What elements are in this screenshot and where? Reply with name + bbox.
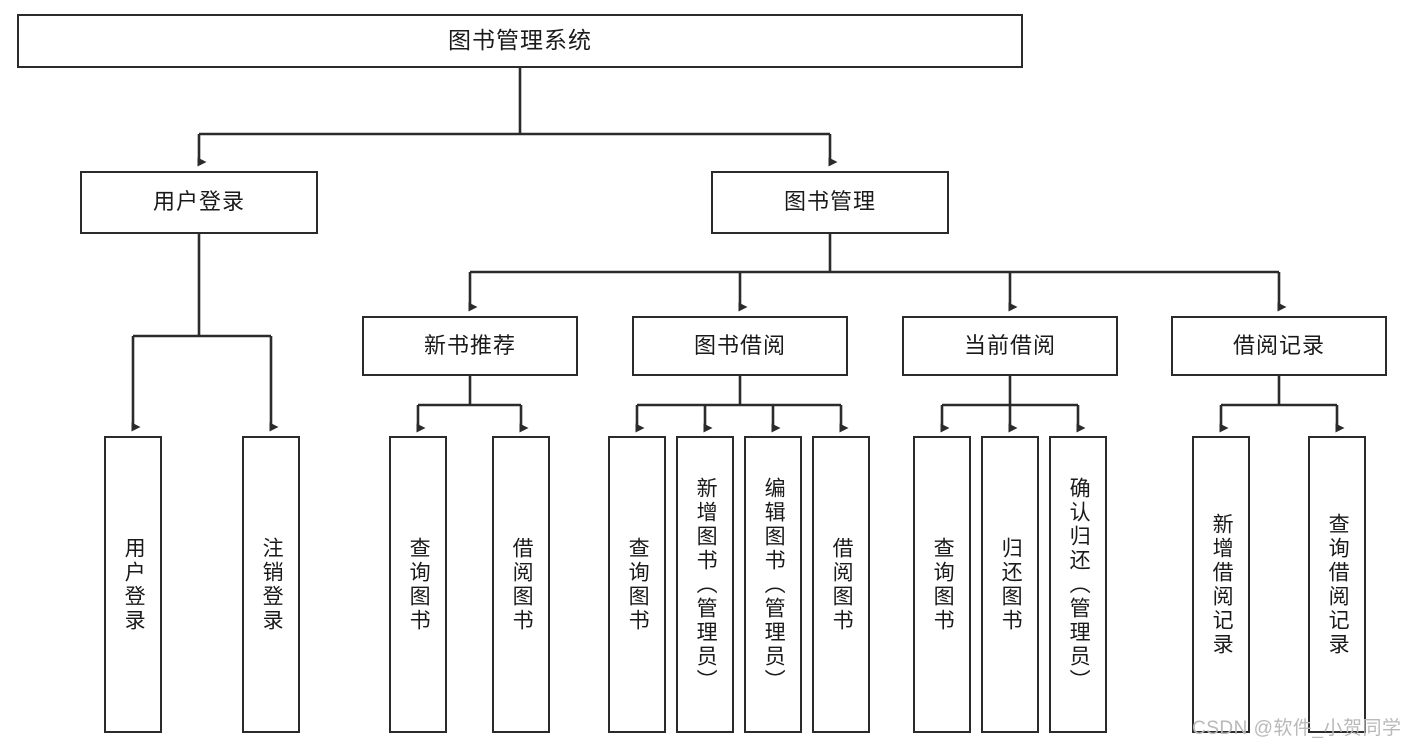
node-leaf-user-logout-label: 注销登录 xyxy=(260,536,284,633)
node-leaf-query-book-3-label: 查询图书 xyxy=(931,536,955,633)
node-leaf-add-book-label: 新增图书（管理员） xyxy=(694,476,718,693)
node-new-book-recommend-label: 新书推荐 xyxy=(423,332,516,358)
node-leaf-return-book[interactable]: 归还图书 xyxy=(981,436,1039,733)
node-leaf-user-login-label: 用户登录 xyxy=(122,536,146,633)
node-leaf-add-book[interactable]: 新增图书（管理员） xyxy=(676,436,734,733)
node-leaf-add-record[interactable]: 新增借阅记录 xyxy=(1192,436,1250,733)
node-leaf-borrow-book-1-label: 借阅图书 xyxy=(510,536,534,633)
csdn-watermark: CSDN @软件_小贺同学 xyxy=(1192,718,1402,739)
node-root-label: 图书管理系统 xyxy=(448,27,592,54)
node-new-book-recommend[interactable]: 新书推荐 xyxy=(362,316,578,376)
node-leaf-borrow-book-2-label: 借阅图书 xyxy=(830,536,854,633)
node-leaf-edit-book-label: 编辑图书（管理员） xyxy=(762,476,786,693)
node-current-borrow[interactable]: 当前借阅 xyxy=(902,316,1118,376)
node-book-borrow-label: 图书借阅 xyxy=(693,332,786,358)
node-leaf-confirm-return[interactable]: 确认归还（管理员） xyxy=(1049,436,1107,733)
node-leaf-query-book-3[interactable]: 查询图书 xyxy=(913,436,971,733)
node-book-management-label: 图书管理 xyxy=(783,189,876,215)
node-current-borrow-label: 当前借阅 xyxy=(963,332,1056,358)
node-leaf-borrow-book-1[interactable]: 借阅图书 xyxy=(492,436,550,733)
node-leaf-query-record-label: 查询借阅记录 xyxy=(1326,512,1350,657)
node-leaf-user-logout[interactable]: 注销登录 xyxy=(242,436,300,733)
node-user-login[interactable]: 用户登录 xyxy=(80,171,318,234)
node-leaf-edit-book[interactable]: 编辑图书（管理员） xyxy=(744,436,802,733)
node-leaf-add-record-label: 新增借阅记录 xyxy=(1210,512,1234,657)
node-borrow-record-label: 借阅记录 xyxy=(1232,332,1325,358)
node-leaf-query-book-1[interactable]: 查询图书 xyxy=(389,436,447,733)
node-user-login-label: 用户登录 xyxy=(152,189,245,215)
node-leaf-query-book-2-label: 查询图书 xyxy=(626,536,650,633)
node-leaf-query-book-2[interactable]: 查询图书 xyxy=(608,436,666,733)
node-leaf-borrow-book-2[interactable]: 借阅图书 xyxy=(812,436,870,733)
node-leaf-query-record[interactable]: 查询借阅记录 xyxy=(1308,436,1366,733)
node-book-borrow[interactable]: 图书借阅 xyxy=(632,316,848,376)
node-borrow-record[interactable]: 借阅记录 xyxy=(1171,316,1387,376)
node-leaf-query-book-1-label: 查询图书 xyxy=(407,536,431,633)
node-leaf-user-login[interactable]: 用户登录 xyxy=(104,436,162,733)
node-leaf-confirm-return-label: 确认归还（管理员） xyxy=(1067,476,1091,693)
node-leaf-return-book-label: 归还图书 xyxy=(999,536,1023,633)
node-book-management[interactable]: 图书管理 xyxy=(711,171,949,234)
node-root[interactable]: 图书管理系统 xyxy=(17,14,1023,68)
